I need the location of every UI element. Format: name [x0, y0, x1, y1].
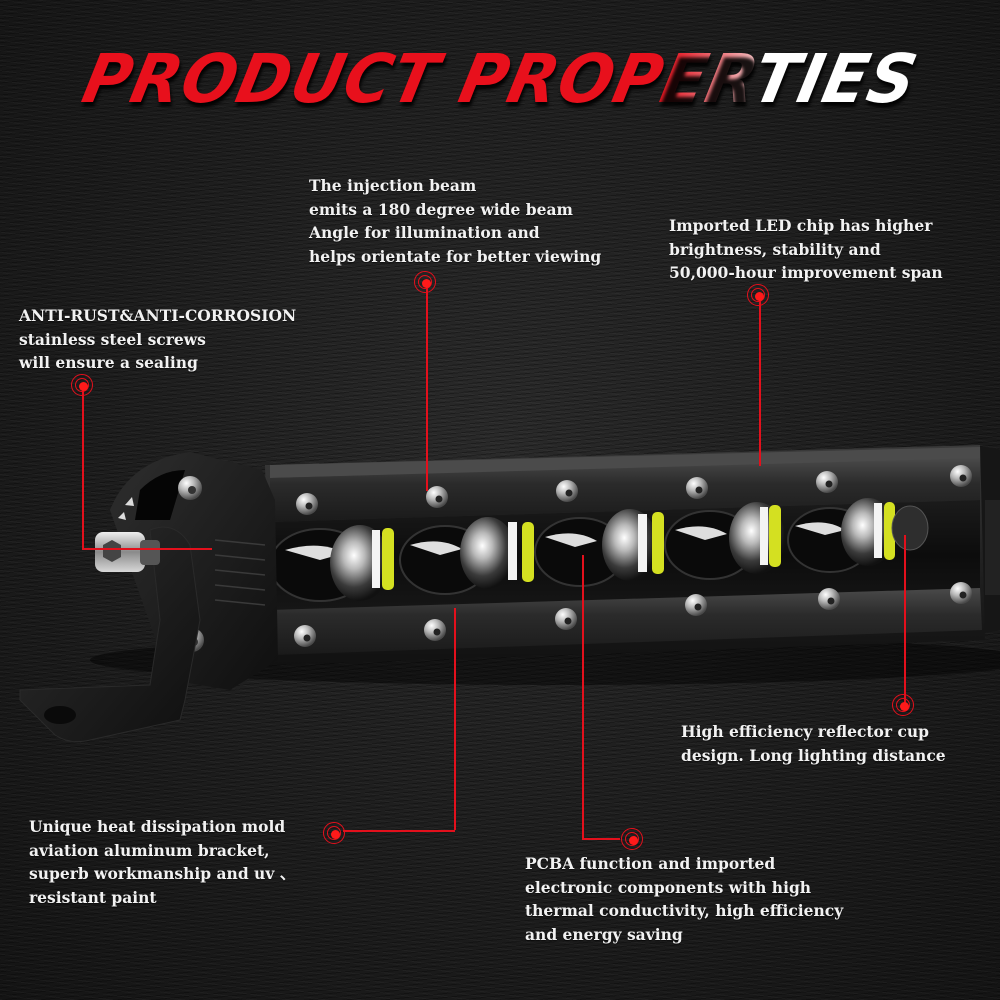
connector-line-pcba-v	[582, 555, 584, 839]
connector-line-anti-rust-v	[82, 386, 84, 549]
callout-marker-heat	[323, 822, 345, 844]
callout-marker-reflector	[892, 694, 914, 716]
connector-line-pcba-h	[582, 838, 620, 840]
callout-pcba: PCBA function and imported electronic co…	[525, 854, 844, 944]
callout-anti-rust: ANTI-RUST&ANTI-CORROSION stainless steel…	[19, 306, 297, 372]
callout-beam-angle: The injection beam emits a 180 degree wi…	[309, 176, 602, 266]
connector-line-reflector	[904, 535, 906, 703]
callout-marker-led-chip	[747, 284, 769, 306]
connector-line-anti-rust-h	[82, 548, 212, 550]
callout-led-chip: Imported LED chip has higher brightness,…	[669, 216, 943, 282]
callout-marker-beam	[414, 271, 436, 293]
connector-line-led-chip	[759, 296, 761, 466]
callout-marker-anti-rust	[71, 374, 93, 396]
callout-marker-pcba	[621, 828, 643, 850]
connector-line-heat-v	[454, 608, 456, 830]
callout-reflector-cup: High efficiency reflector cup design. Lo…	[681, 722, 946, 765]
callout-heat-dissipation: Unique heat dissipation mold aviation al…	[29, 817, 296, 907]
connector-line-heat-h	[343, 830, 455, 832]
connector-line-beam	[426, 283, 428, 491]
